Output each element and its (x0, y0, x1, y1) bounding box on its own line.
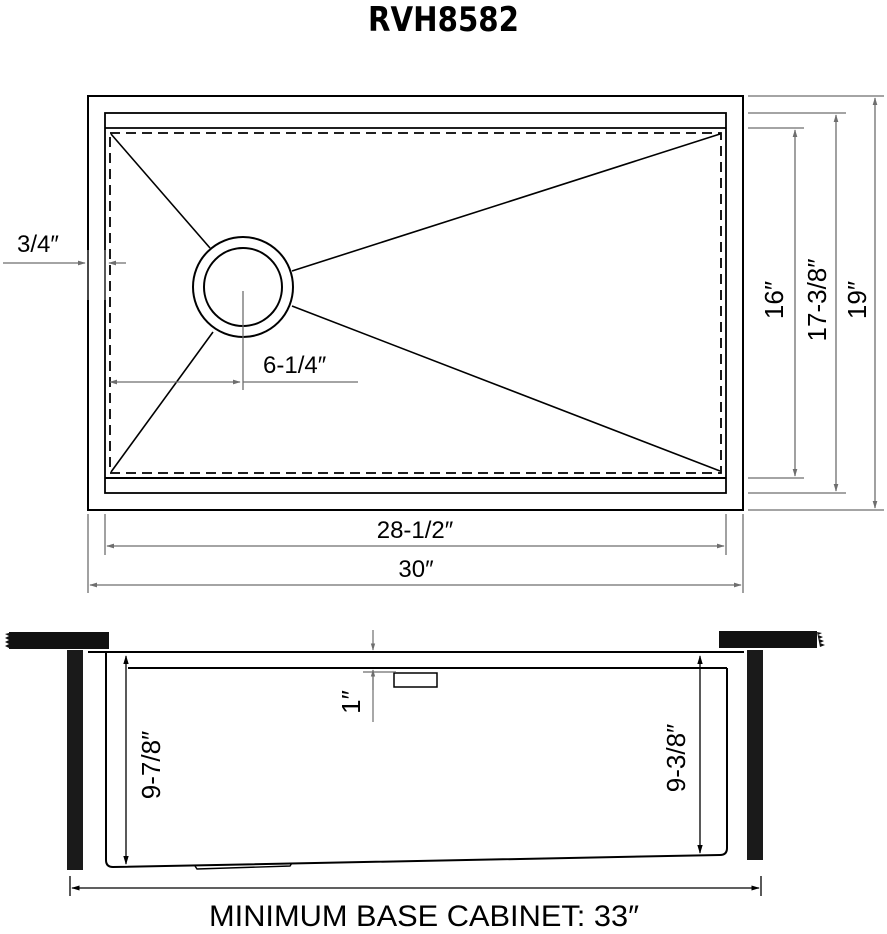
model-title: RVH8582 (367, 0, 519, 40)
dim-inner-width: 17-3/8″ (802, 259, 832, 342)
sink-body-profile (105, 652, 728, 869)
cabinet-wall-left (67, 650, 83, 870)
min-base-cabinet-label: MINIMUM BASE CABINET: 33″ (209, 900, 639, 933)
side-view: 1″ 9-7/8″ 9-3/8″ MINIMUM BASE CABINET: 3… (5, 630, 825, 933)
countertop-left (9, 632, 109, 649)
dim-left-depth: 9-7/8″ (136, 731, 166, 799)
dim-ledge-depth: 1″ (336, 690, 366, 714)
dim-right-depth: 9-3/8″ (661, 724, 691, 792)
outer-flange-outline (87, 95, 744, 511)
dim-inner-length: 28-1/2″ (377, 517, 454, 544)
dim-outer-length: 30″ (398, 556, 434, 583)
dim-rim-offset: 3/4″ (17, 231, 59, 258)
dim-drain-offset: 6-1/4″ (263, 352, 327, 379)
dim-bowl-width: 16″ (759, 281, 789, 319)
bowl-dashed-outline (109, 132, 722, 474)
cabinet-wall-right (747, 650, 763, 860)
dim-outer-width: 19″ (842, 281, 872, 319)
countertop-right (719, 631, 817, 648)
inner-rim-outline (104, 112, 727, 494)
top-view: 3/4″ 6-1/4″ 28-1/2″ 30″ 16″ 17-3/8″ 19″ (3, 95, 884, 593)
ledge-bracket (393, 672, 438, 688)
